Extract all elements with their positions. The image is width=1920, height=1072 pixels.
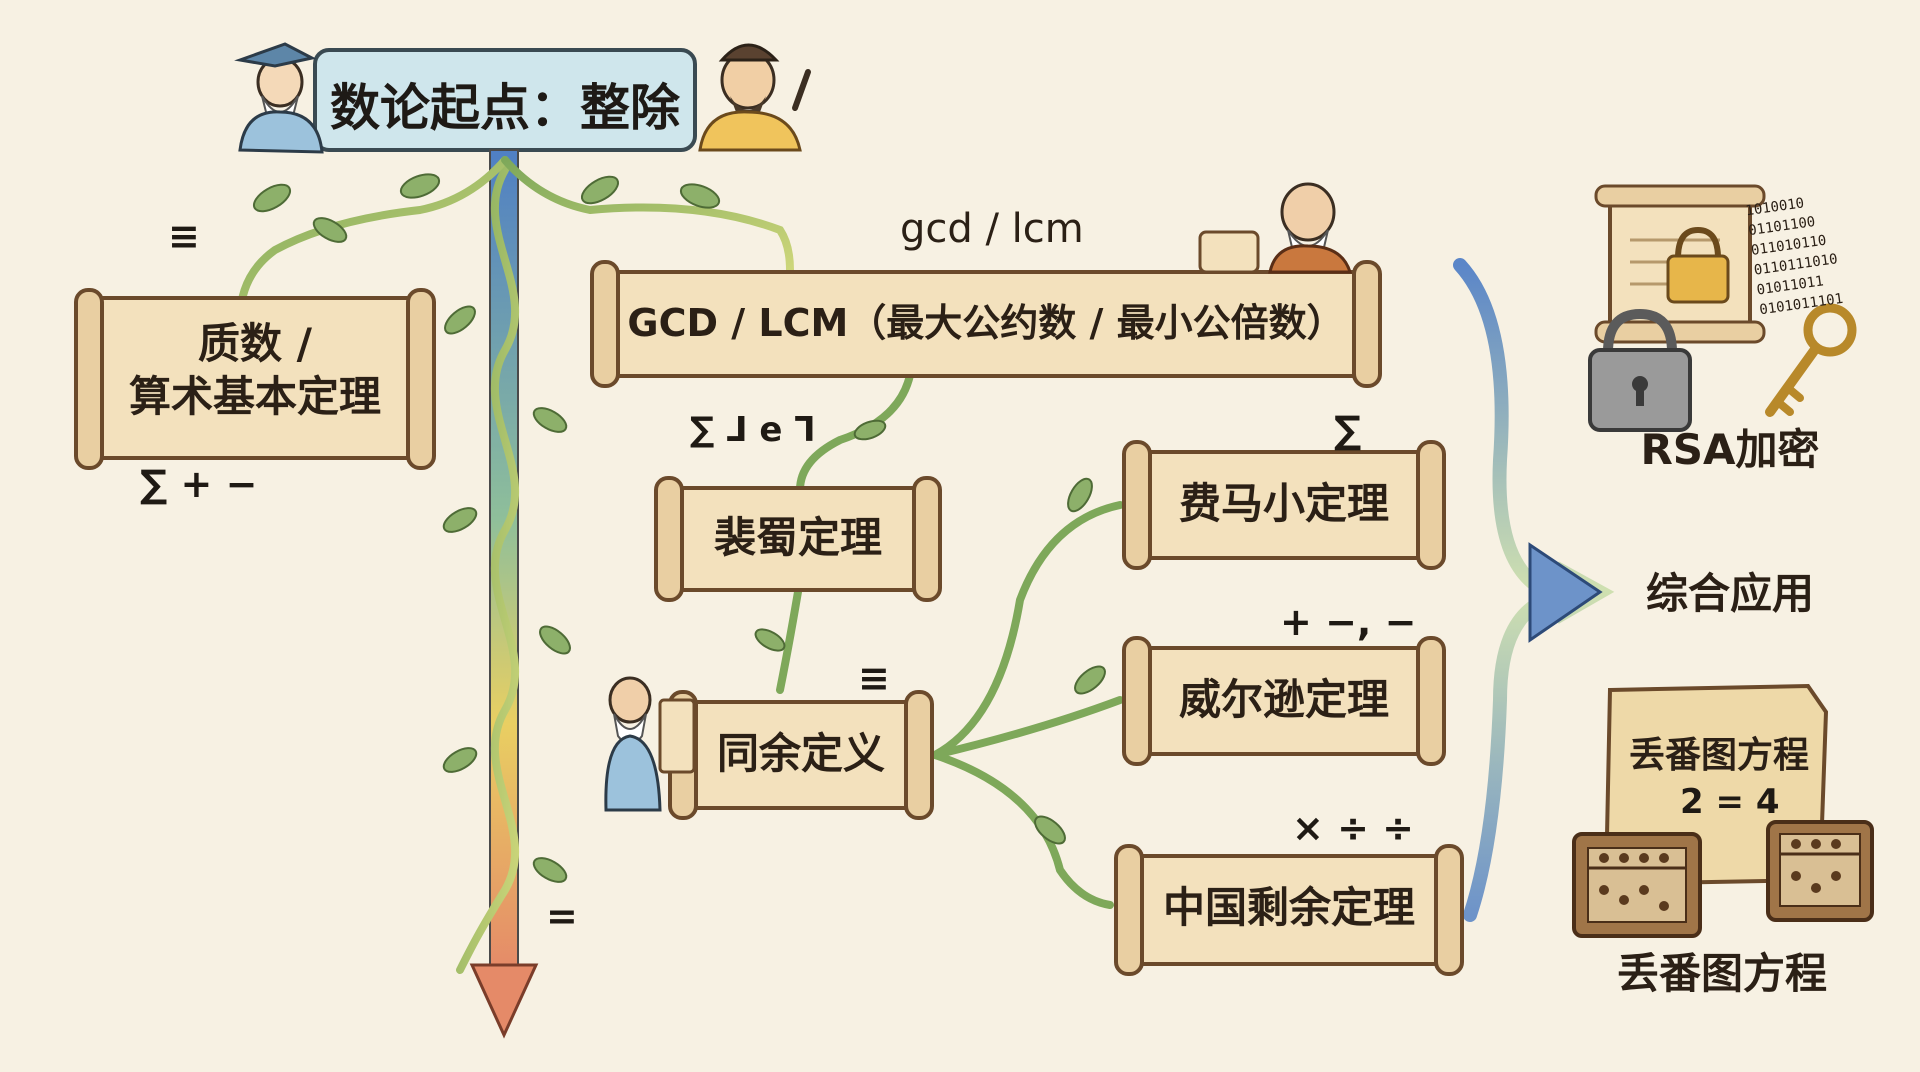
node-prime: 质数 / 算术基本定理 (102, 318, 408, 423)
node-congruence: 同余定义 (716, 729, 885, 778)
sage-right-icon (698, 43, 811, 152)
node-bezout: 裴蜀定理 (713, 513, 882, 562)
node-wilson: 威尔逊定理 (1178, 675, 1389, 724)
trunk-vines (236, 156, 794, 974)
annotation-sum-fermat: ∑ (1334, 408, 1362, 452)
padlock-icon (1588, 308, 1692, 432)
scholar-gcd-icon (1198, 182, 1353, 274)
branch-vines (776, 371, 1124, 909)
branch-leaves (754, 419, 1106, 845)
annotation-equiv-top: ≡ (168, 214, 200, 258)
scroll-fermat (1122, 440, 1446, 570)
node-fermat: 费马小定理 (1178, 479, 1389, 528)
leaves (252, 173, 721, 883)
node-prime-line2: 算术基本定理 (128, 371, 381, 421)
node-crt: 中国剩余定理 (1162, 883, 1415, 932)
page-title: 数论起点：整除 (330, 79, 680, 137)
node-gcd: GCD / LCM（最大公约数 / 最小公倍数） (627, 301, 1345, 345)
abacus-left-icon (1572, 832, 1702, 938)
scroll-gcd (590, 260, 1382, 388)
scroll-wilson (1122, 636, 1446, 766)
scroll-prime (74, 288, 436, 470)
app-diophantine-equation: 2 = 4 (1680, 782, 1780, 822)
annotation-equiv-congruence: ≡ (858, 656, 890, 700)
scroll-crt (1114, 844, 1464, 976)
node-prime-line1: 质数 / (198, 319, 312, 368)
application-arrow (1453, 258, 1615, 922)
annotation-gcd-lcm: gcd / lcm (900, 206, 1084, 252)
sage-left-icon (234, 42, 324, 154)
annotation-plus-minus-wilson: + −, − (1280, 600, 1417, 644)
app-diophantine-card: 丢番图方程 (1628, 735, 1809, 776)
key-icon (1765, 303, 1857, 417)
main-trunk-arrow (469, 149, 539, 1039)
annotation-sum-bezout: ∑ ᒧ e ᒣ (690, 410, 816, 450)
abacus-right-icon (1766, 820, 1874, 922)
app-diophantine: 丢番图方程 (1616, 949, 1827, 998)
scroll-bezout (654, 476, 942, 602)
app-rsa: RSA加密 (1640, 425, 1820, 474)
scholar-congruence-icon (604, 676, 696, 812)
annotation-equals-trunk: = (546, 894, 578, 938)
binary-stream: 1010010 01101100 011010110 0110111010 01… (1744, 184, 1887, 321)
annotation-times-div: × ÷ ÷ (1292, 806, 1414, 850)
annotation-sum-plus-minus: ∑ + − (140, 462, 258, 506)
app-combined: 综合应用 (1645, 569, 1814, 618)
lock-small-icon (1666, 226, 1730, 304)
